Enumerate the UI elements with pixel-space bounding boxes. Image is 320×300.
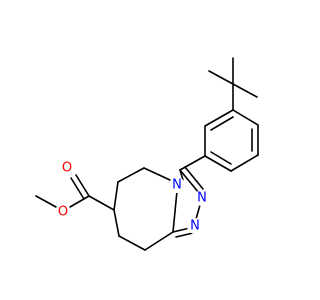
o-ester-label-bg xyxy=(55,204,71,220)
n-ring-label-bg xyxy=(169,177,185,193)
bond-tbutyl-methyl-right xyxy=(232,83,258,98)
n-bottom-label: N xyxy=(190,219,200,234)
n-bottom-label-bg xyxy=(187,218,203,234)
bond-ring-inner-1 xyxy=(210,116,234,131)
bond-ring-top-right xyxy=(232,109,259,126)
bond-triazole-c3-n-right-inner xyxy=(184,166,204,190)
atom-label-layer: O O N N N xyxy=(55,160,210,234)
o-carbonyl-label-bg xyxy=(59,160,75,176)
o-ester-label: O xyxy=(58,205,68,220)
bond-ring-bottom-left xyxy=(204,155,232,172)
n-right-label: N xyxy=(197,191,207,206)
bond-azepine-c7-c8 xyxy=(113,209,120,237)
bond-azepine-c9-c9a xyxy=(144,231,174,251)
bond-layer xyxy=(35,57,259,251)
bond-ring-inner-3 xyxy=(210,151,232,165)
bond-phenyl-to-triazole xyxy=(179,155,206,171)
bond-carbonyl-double-1 xyxy=(75,174,90,197)
bond-triazole-n-bottom-c9a-inner xyxy=(175,232,194,238)
o-carbonyl-label: O xyxy=(62,161,72,176)
bond-ring-top-left xyxy=(204,109,234,127)
bond-ester-o-methyl xyxy=(35,195,57,208)
n-ring-label: N xyxy=(172,178,182,193)
bond-azepine-c6-c7 xyxy=(113,181,119,211)
n-right-label-bg xyxy=(194,190,210,206)
bond-tbutyl-methyl-left xyxy=(208,70,234,85)
bond-azepine-n4-c5 xyxy=(143,167,171,181)
bond-triazole-c3-n-right xyxy=(179,169,200,194)
molecule-structure: O O N N N xyxy=(35,57,259,251)
bond-triazole-c9a-n4 xyxy=(172,190,178,233)
bond-triazole-n-right-n-bottom xyxy=(195,204,201,220)
bond-c7-carbonyl-carbon xyxy=(88,195,115,211)
bond-ring-bottom-right xyxy=(230,154,259,172)
bond-carbonyl-double-2 xyxy=(70,177,85,200)
bond-azepine-c5-c6 xyxy=(117,167,145,183)
bond-carbonyl-to-ester-o xyxy=(69,195,90,208)
bond-azepine-c8-c9 xyxy=(118,235,146,251)
